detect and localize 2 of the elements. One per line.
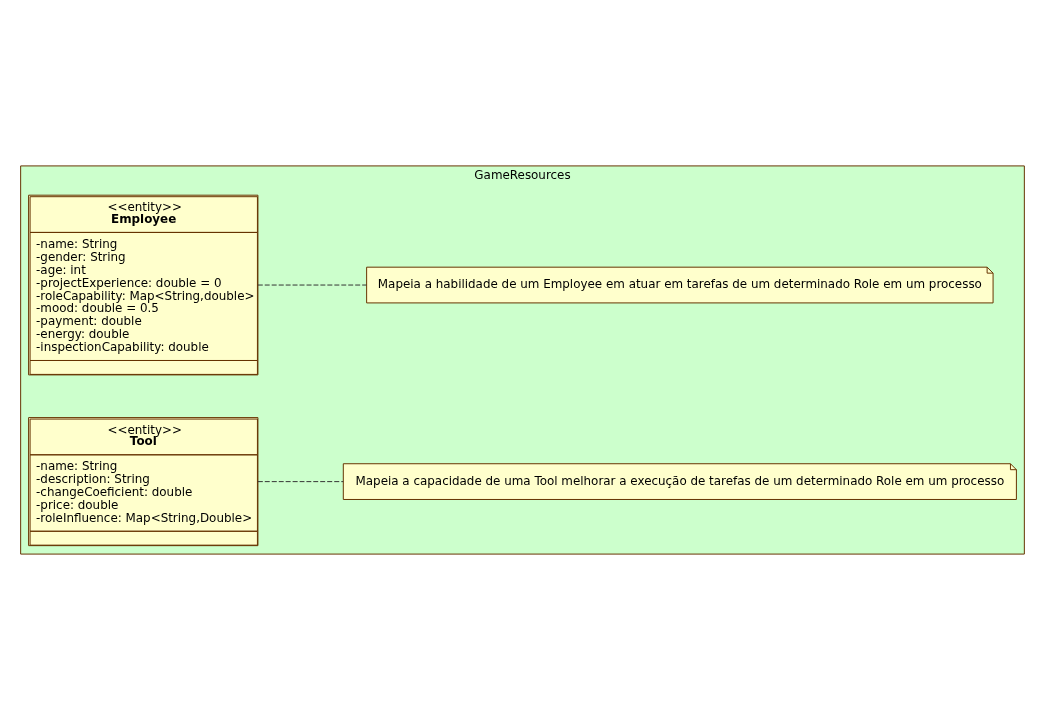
connector	[257, 284, 367, 286]
connector	[257, 481, 344, 483]
